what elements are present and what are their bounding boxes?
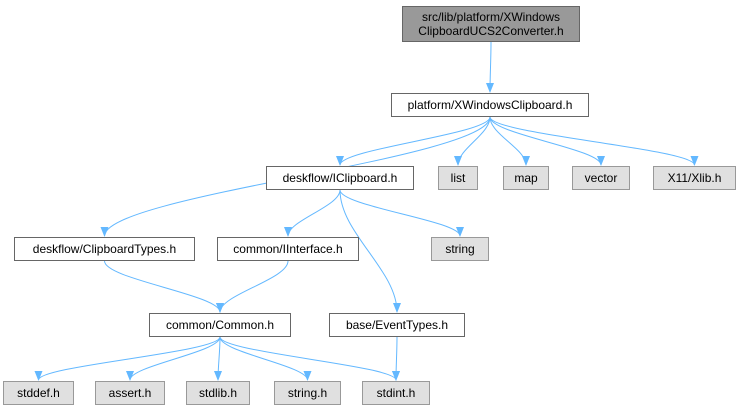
edge-iinterface-to-common xyxy=(216,260,289,313)
node-label: stdint.h xyxy=(376,386,416,400)
node-stdint[interactable]: stdint.h xyxy=(362,381,430,405)
node-iclipboard[interactable]: deskflow/IClipboard.h xyxy=(266,166,414,190)
node-label: stdlib.h xyxy=(198,386,238,400)
node-label: common/IInterface.h xyxy=(233,242,343,256)
node-label: deskflow/ClipboardTypes.h xyxy=(32,242,177,256)
node-label: base/EventTypes.h xyxy=(345,318,449,332)
node-label: assert.h xyxy=(108,386,152,400)
node-stddef[interactable]: stddef.h xyxy=(3,381,74,405)
node-label: string.h xyxy=(287,386,328,400)
node-vector[interactable]: vector xyxy=(572,166,630,190)
node-xlib[interactable]: X11/Xlib.h xyxy=(653,166,736,190)
edge-iclipboard-to-iinterface xyxy=(284,189,341,237)
node-label: common/Common.h xyxy=(165,318,275,332)
node-clipboard-types[interactable]: deskflow/ClipboardTypes.h xyxy=(14,237,195,261)
node-event-types[interactable]: base/EventTypes.h xyxy=(329,313,465,337)
edge-root-to-xwindows_clipboard xyxy=(486,41,495,93)
edge-xwindows_clipboard-to-iclipboard xyxy=(336,116,491,166)
node-map[interactable]: map xyxy=(503,166,549,190)
edge-common-to-stdlib xyxy=(214,336,223,381)
node-root-file[interactable]: src/lib/platform/XWindows ClipboardUCS2C… xyxy=(402,6,580,42)
edge-xwindows_clipboard-to-map xyxy=(489,116,530,166)
node-label: vector xyxy=(584,171,618,185)
node-label: deskflow/IClipboard.h xyxy=(282,171,398,185)
node-label: stddef.h xyxy=(17,386,60,400)
root-file-line1: src/lib/platform/XWindows xyxy=(421,10,561,24)
node-label: map xyxy=(514,171,538,185)
edge-common-to-assert xyxy=(126,336,221,381)
root-file-line2: ClipboardUCS2Converter.h xyxy=(418,24,564,38)
edge-iclipboard-to-event_types xyxy=(339,189,401,313)
node-xwindows-clipboard[interactable]: platform/XWindowsClipboard.h xyxy=(391,93,589,117)
node-label: list xyxy=(450,171,466,185)
edge-xwindows_clipboard-to-xlib xyxy=(489,116,699,166)
edge-xwindows_clipboard-to-list xyxy=(454,116,491,166)
edge-common-to-string_h xyxy=(219,336,312,381)
node-string-h[interactable]: string.h xyxy=(274,381,341,405)
node-stdlib[interactable]: stdlib.h xyxy=(186,381,250,405)
node-label: platform/XWindowsClipboard.h xyxy=(407,98,573,112)
node-string[interactable]: string xyxy=(431,237,489,261)
node-common[interactable]: common/Common.h xyxy=(149,313,291,337)
edge-event_types-to-stdint xyxy=(392,336,401,381)
node-label: X11/Xlib.h xyxy=(667,171,722,185)
node-iinterface[interactable]: common/IInterface.h xyxy=(217,237,359,261)
edge-xwindows_clipboard-to-vector xyxy=(489,116,605,166)
node-assert[interactable]: assert.h xyxy=(95,381,165,405)
edge-common-to-stdint xyxy=(219,336,400,381)
edge-common-to-stddef xyxy=(34,336,221,381)
node-list[interactable]: list xyxy=(438,166,478,190)
edge-iclipboard-to-string xyxy=(339,189,464,237)
node-label: string xyxy=(445,242,475,256)
edge-clipboard_types-to-common xyxy=(104,260,224,313)
